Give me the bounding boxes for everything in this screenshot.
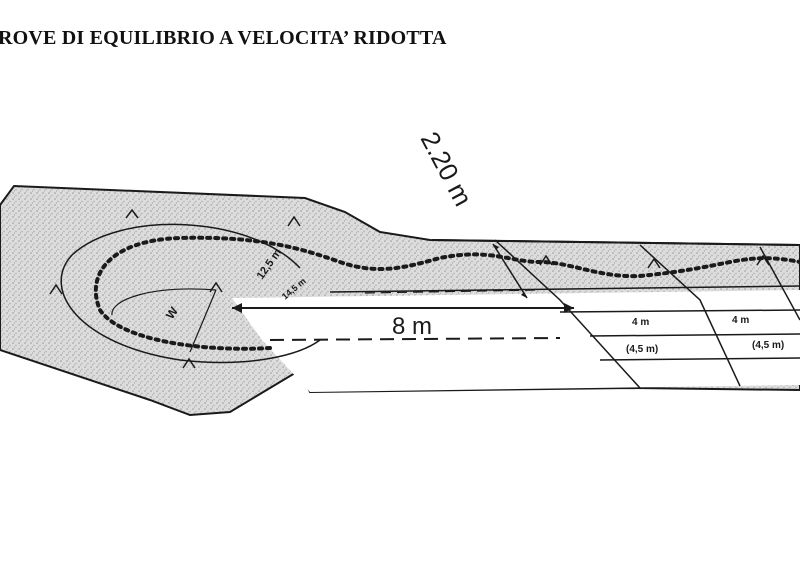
gap-2-sub-label: (4,5 m) (752, 340, 784, 351)
gap-1-label: 4 m (632, 317, 649, 328)
width-label: 2.20 m (415, 127, 479, 211)
length-label: 8 m (392, 313, 432, 340)
gap-1-sub-label: (4,5 m) (626, 344, 658, 355)
straight-lane (232, 290, 800, 392)
gap-2-label: 4 m (732, 315, 749, 326)
